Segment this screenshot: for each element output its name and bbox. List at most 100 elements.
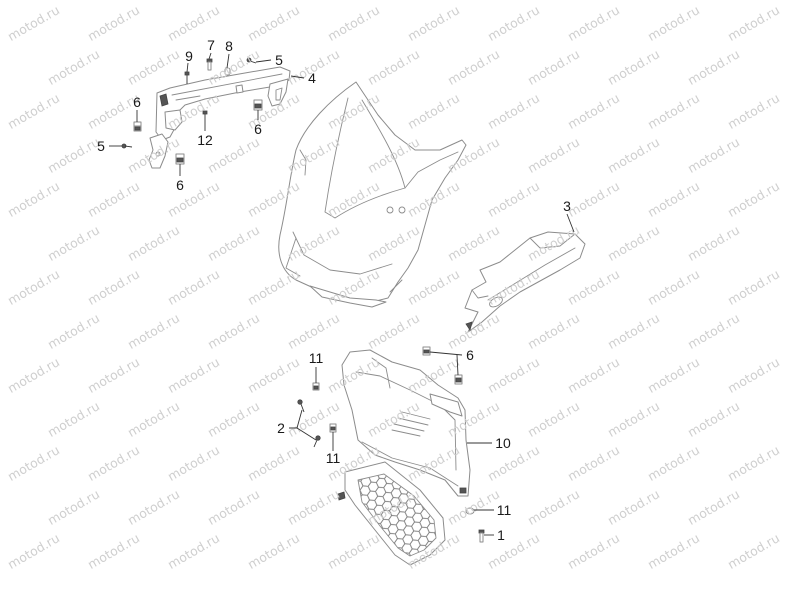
watermark-text: motod.ru	[725, 90, 782, 132]
part-lower-panel-10	[341, 349, 471, 497]
watermark-text: motod.ru	[685, 486, 742, 528]
watermark-text: motod.ru	[685, 46, 742, 88]
watermark-text: motod.ru	[605, 46, 662, 88]
watermark-text: motod.ru	[5, 354, 62, 396]
callout-5-left: 5	[97, 138, 105, 154]
watermark-text: motod.ru	[605, 398, 662, 440]
watermark-text: motod.ru	[45, 398, 102, 440]
part-bracket-4	[148, 66, 291, 169]
watermark-text: motod.ru	[125, 222, 182, 264]
watermark-text: motod.ru	[285, 310, 342, 352]
fastener-screw-5-left	[121, 143, 133, 149]
watermark-text: motod.ru	[5, 2, 62, 44]
watermark-text: motod.ru	[605, 222, 662, 264]
part-side-panel-3	[464, 231, 586, 333]
watermark-text: motod.ru	[685, 310, 742, 352]
watermark-text: motod.ru	[565, 266, 622, 308]
watermark-text: motod.ru	[725, 530, 782, 572]
watermark-text: motod.ru	[725, 178, 782, 220]
watermark-text: motod.ru	[485, 90, 542, 132]
leader-line-3	[566, 213, 575, 233]
leader-line-9	[186, 62, 189, 73]
leader-line-5-top	[255, 59, 272, 63]
callout-11-top: 11	[309, 350, 324, 366]
watermark-text: motod.ru	[605, 134, 662, 176]
watermark-text: motod.ru	[405, 90, 462, 132]
leader-line-8	[226, 53, 230, 69]
watermark-text: motod.ru	[85, 442, 142, 484]
callout-5-top: 5	[275, 52, 283, 68]
watermark-text: motod.ru	[645, 530, 702, 572]
callout-12: 12	[197, 132, 213, 148]
callout-1: 1	[497, 527, 505, 543]
fastener-screw-2-lower	[313, 435, 321, 448]
leader-line-6-lower	[429, 351, 463, 376]
watermark-text: motod.ru	[485, 442, 542, 484]
watermark-text: motod.ru	[565, 2, 622, 44]
leader-lines	[109, 52, 575, 536]
watermark-text: motod.ru	[85, 354, 142, 396]
callout-7: 7	[207, 37, 215, 53]
watermark-text: motod.ru	[285, 486, 342, 528]
watermark-text: motod.ru	[5, 442, 62, 484]
callout-3: 3	[563, 198, 571, 214]
fastener-clip-11-mid	[329, 423, 337, 433]
watermark-text: motod.ru	[85, 266, 142, 308]
watermark-text: motod.ru	[165, 178, 222, 220]
watermark-text: motod.ru	[45, 134, 102, 176]
watermark-text: motod.ru	[605, 486, 662, 528]
watermark-text: motod.ru	[205, 222, 262, 264]
watermark-text: motod.ru	[485, 178, 542, 220]
watermark-text: motod.ru	[685, 398, 742, 440]
fastener-screw-1	[478, 529, 485, 543]
watermark-text: motod.ru	[685, 222, 742, 264]
watermark-text: motod.ru	[125, 486, 182, 528]
callout-6-left: 6	[133, 94, 141, 110]
watermark-text: motod.ru	[5, 530, 62, 572]
watermark-text: motod.ru	[525, 310, 582, 352]
watermark-text: motod.ru	[125, 310, 182, 352]
watermark-text: motod.ru	[445, 222, 502, 264]
fastener-screw-2-upper	[297, 399, 305, 413]
watermark-text: motod.ru	[125, 398, 182, 440]
watermark-text: motod.ru	[85, 2, 142, 44]
watermark-text: motod.ru	[165, 442, 222, 484]
watermark-text: motod.ru	[165, 354, 222, 396]
fastener-clip-11-top	[312, 382, 320, 391]
callout-8: 8	[225, 38, 233, 54]
watermark-text: motod.ru	[45, 222, 102, 264]
watermark-text: motod.ru	[645, 178, 702, 220]
fastener-clip-6-bracket	[253, 99, 263, 111]
part-front-fairing	[278, 81, 467, 308]
watermark-text: motod.ru	[525, 46, 582, 88]
watermark-text: motod.ru	[85, 530, 142, 572]
fastener-clip-6-lower-a	[422, 346, 431, 356]
callout-2: 2	[277, 420, 285, 436]
watermark-text: motod.ru	[5, 178, 62, 220]
callout-6-bracket: 6	[254, 121, 262, 137]
watermark-text: motod.ru	[725, 354, 782, 396]
watermark-text: motod.ru	[325, 2, 382, 44]
watermark-text: motod.ru	[645, 266, 702, 308]
watermark-text: motod.ru	[245, 442, 302, 484]
watermark-text: motod.ru	[405, 2, 462, 44]
fastener-screw-12	[202, 110, 208, 121]
watermark-text: motod.ru	[45, 486, 102, 528]
callout-6-lower-left: 6	[176, 177, 184, 193]
watermark-text: motod.ru	[285, 398, 342, 440]
leader-line-4	[290, 75, 305, 79]
watermark-text: motod.ru	[725, 2, 782, 44]
watermark-text: motod.ru	[45, 46, 102, 88]
watermark-text: motod.ru	[165, 530, 222, 572]
watermark-text: motod.ru	[5, 266, 62, 308]
watermark-text: motod.ru	[445, 486, 502, 528]
watermark-text: motod.ru	[45, 310, 102, 352]
watermark-text: motod.ru	[445, 46, 502, 88]
leader-line-7	[208, 52, 212, 60]
callout-6-lower: 6	[466, 347, 474, 363]
watermark-text: motod.ru	[205, 134, 262, 176]
watermark-text: motod.ru	[645, 90, 702, 132]
watermark-text: motod.ru	[565, 354, 622, 396]
watermark-text: motod.ru	[645, 2, 702, 44]
watermark-text: motod.ru	[485, 530, 542, 572]
